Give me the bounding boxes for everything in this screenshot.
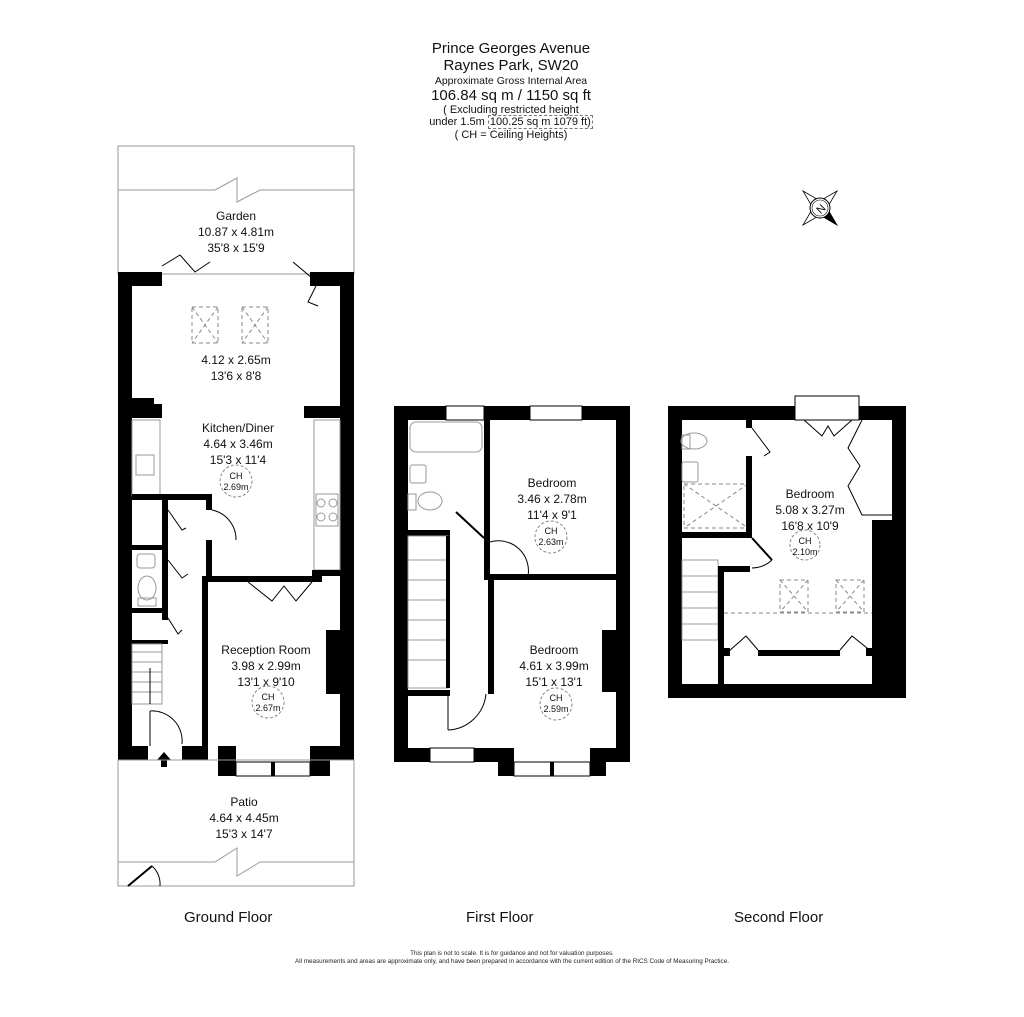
second-floor-plan [668,395,906,698]
first-rear-bedroom-metric: 3.46 x 2.78m [517,492,586,506]
floor-label-ground: Ground Floor [184,909,273,926]
first-front-bedroom-ch-value: 2.59m [543,704,568,714]
excluding-value: 100.25 sq m 1079 ft) [487,115,593,130]
first-rear-bedroom-imperial: 11'4 x 9'1 [527,508,577,522]
first-front-bedroom-metric: 4.61 x 3.99m [519,659,588,673]
second-bedroom-ch-label: CH [799,536,812,546]
street-name: Prince Georges Avenue [431,40,591,57]
north-compass-icon [801,189,839,227]
ground-floor-plan [117,145,355,887]
extension-imperial: 13'6 x 8'8 [211,369,262,383]
plan-header: Prince Georges Avenue Raynes Park, SW20 … [380,40,642,142]
patio-name: Patio [230,795,258,809]
disclaimer-line1: This plan is not to scale. It is for gui… [410,950,614,957]
excluding-prefix: under 1.5m [429,116,485,129]
garden-name: Garden [216,209,256,223]
excluding-line1: ( Excluding restricted height [443,103,579,116]
second-bedroom-imperial: 16'8 x 10'9 [781,519,839,533]
ch-note: ( CH = Ceiling Heights) [454,129,568,142]
second-bedroom-metric: 5.08 x 3.27m [775,503,844,517]
garden-outline [117,145,355,275]
extension-metric: 4.12 x 2.65m [201,353,270,367]
first-front-bedroom-ch-label: CH [550,693,563,703]
garden-imperial: 35'8 x 15'9 [207,241,265,255]
floor-label-second: Second Floor [734,909,824,926]
total-area: 106.84 sq m / 1150 sq ft [431,86,591,104]
first-floor-plan [394,405,630,777]
floor-label-first: First Floor [466,909,534,926]
excluding-line2: under 1.5m 100.25 sq m 1079 ft) [380,115,642,130]
kitchen-ch-label: CH [230,471,243,481]
area-postcode: Raynes Park, SW20 [443,57,579,75]
reception-name: Reception Room [221,643,310,657]
reception-ch-label: CH [262,692,275,702]
second-bedroom-name: Bedroom [786,487,835,501]
second-bedroom-ch-value: 2.10m [792,547,817,557]
first-rear-bedroom-ch-label: CH [545,526,558,536]
reception-metric: 3.98 x 2.99m [231,659,300,673]
first-rear-bedroom-name: Bedroom [528,476,577,490]
patio-outline [117,759,355,887]
patio-imperial: 15'3 x 14'7 [215,827,273,841]
first-front-bedroom-name: Bedroom [530,643,579,657]
kitchen-name: Kitchen/Diner [202,421,274,435]
first-rear-bedroom-ch-value: 2.63m [538,537,563,547]
patio-metric: 4.64 x 4.45m [209,811,278,825]
garden-metric: 10.87 x 4.81m [198,225,274,239]
disclaimer-line2: All measurements and areas are approxima… [295,958,729,965]
kitchen-metric: 4.64 x 3.46m [203,437,272,451]
kitchen-imperial: 15'3 x 11'4 [210,453,267,467]
reception-imperial: 13'1 x 9'10 [237,675,295,689]
first-front-bedroom-imperial: 15'1 x 13'1 [525,675,583,689]
reception-ch-value: 2.67m [255,703,280,713]
kitchen-ch-value: 2.69m [223,482,248,492]
area-caption: Approximate Gross Internal Area [434,74,588,87]
